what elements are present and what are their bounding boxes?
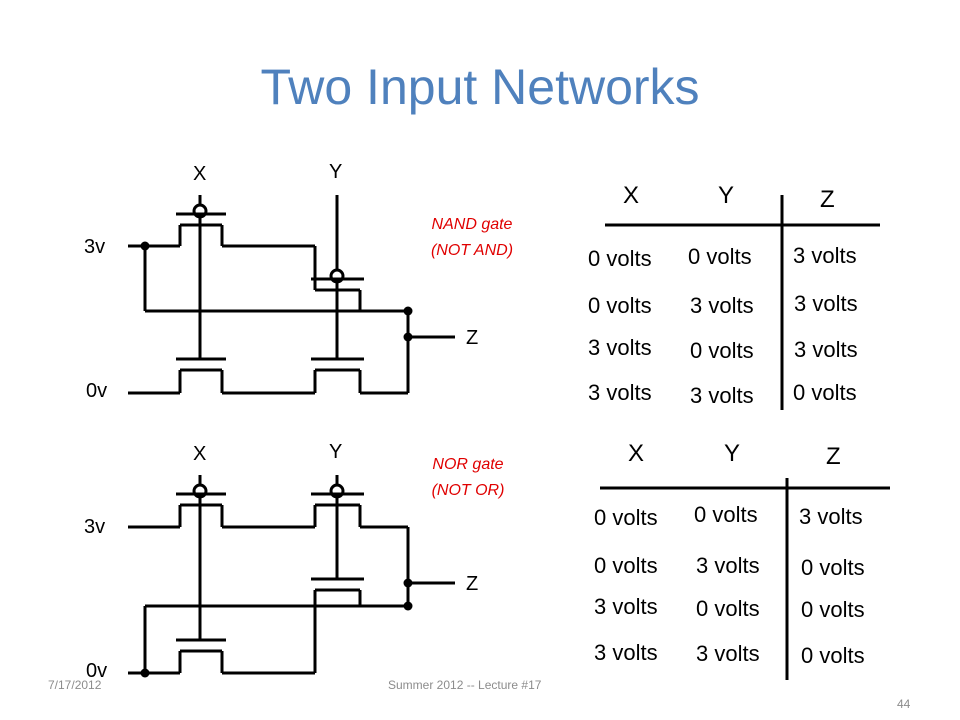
nor-cell: 3 volts [799,504,863,529]
nor-cell: 0 volts [801,643,865,668]
nor-note: NOR gate (NOT OR) [398,452,538,504]
nand-cell: 3 volts [588,335,652,360]
nand-note-line2: (NOT AND) [430,242,514,259]
nand-cell: 0 volts [690,338,754,363]
nand-cell: 3 volts [690,293,754,318]
nand-header-z: Z [820,186,835,213]
nand-cell: 3 volts [793,243,857,268]
nand-output-label: Z [466,327,479,349]
nand-cell: 0 volts [688,244,752,269]
nand-circuit [128,195,455,395]
nand-cell: 0 volts [793,380,857,405]
footer-date: 7/17/2012 [48,678,102,692]
nor-supply-label: 3v [84,516,106,538]
nor-header-y: Y [724,440,741,467]
nor-cell: 0 volts [694,502,758,527]
nand-cell: 0 volts [588,246,652,271]
nand-nodes [140,241,413,342]
nor-output-label: Z [466,573,479,595]
nand-y-label: Y [329,161,343,183]
nand-cell: 0 volts [588,293,652,318]
nor-cell: 0 volts [696,596,760,621]
nor-note-line2: (NOT OR) [431,482,505,499]
nor-y-label: Y [329,441,343,463]
nand-supply-label: 3v [84,236,106,258]
nand-cell: 3 volts [690,383,754,408]
nand-ground-label: 0v [86,380,108,402]
nor-note-line1: NOR gate [432,456,504,473]
nor-cell: 0 volts [594,553,658,578]
nor-cell: 3 volts [594,594,658,619]
nand-header-x: X [623,182,640,209]
nand-note: NAND gate (NOT AND) [402,212,542,264]
nor-cell: 0 volts [594,505,658,530]
slide-title: Two Input Networks [260,59,700,115]
nor-x-label: X [193,443,207,465]
nor-header-z: Z [826,443,841,470]
nand-cell: 3 volts [794,291,858,316]
nand-cell: 3 volts [588,380,652,405]
footer-course: Summer 2012 -- Lecture #17 [388,678,542,692]
table-rules [600,195,890,680]
footer-page-number: 44 [897,697,911,711]
nor-cell: 0 volts [801,555,865,580]
nand-header-y: Y [718,182,735,209]
nor-ground-label: 0v [86,660,108,682]
nand-note-line1: NAND gate [431,216,513,233]
nor-header-x: X [628,440,645,467]
nand-cell: 3 volts [794,337,858,362]
nor-circuit [128,475,455,675]
nor-cell: 3 volts [594,640,658,665]
nor-nodes [140,578,413,678]
nor-cell: 3 volts [696,641,760,666]
nor-cell: 0 volts [801,597,865,622]
nor-cell: 3 volts [696,553,760,578]
nand-x-label: X [193,163,207,185]
